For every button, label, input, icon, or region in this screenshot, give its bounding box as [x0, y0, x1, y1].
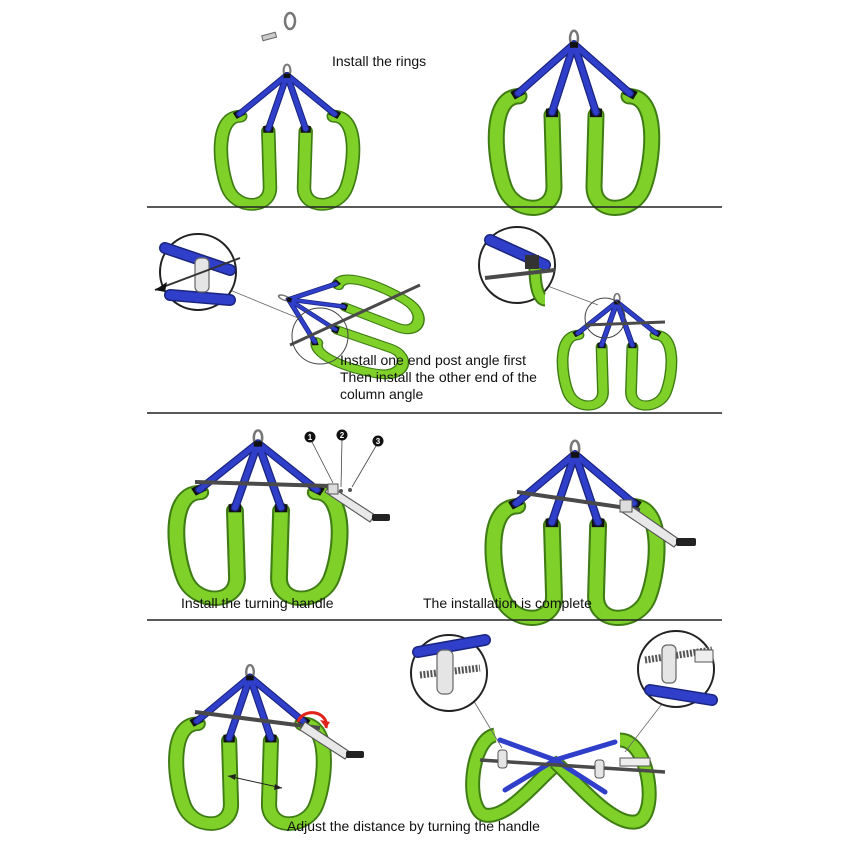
caption-post-line1: Install one end post angle first	[340, 352, 526, 368]
sling-adjust-distance	[176, 665, 364, 824]
detail-post-angle-left	[154, 233, 241, 311]
step-number-2: 2	[336, 429, 348, 441]
sling-installation-complete	[493, 441, 696, 618]
caption-installation-complete: The installation is complete	[423, 595, 592, 611]
step-number-3: 3	[372, 435, 384, 447]
sling-install-handle	[176, 430, 390, 598]
caption-post-line2: Then install the other end of the	[340, 369, 537, 385]
detail-adjust-right	[637, 630, 718, 708]
sling-adjust-topview	[465, 697, 666, 830]
caption-install-handle: Install the turning handle	[181, 595, 334, 611]
caption-install-rings: Install the rings	[332, 53, 426, 69]
svg-text:3: 3	[376, 437, 381, 446]
sling-post-angle-left	[229, 256, 425, 384]
detail-adjust-left	[410, 634, 491, 712]
step-number-1: 1	[304, 431, 316, 443]
caption-post-line3: column angle	[340, 386, 423, 402]
sling-rings-before	[221, 11, 353, 204]
sling-rings-after	[496, 31, 651, 208]
svg-text:2: 2	[340, 431, 345, 440]
svg-text:1: 1	[308, 433, 313, 442]
detail-post-angle-right	[478, 226, 556, 307]
caption-adjust-distance: Adjust the distance by turning the handl…	[287, 818, 540, 834]
sling-post-angle-right	[544, 284, 671, 406]
